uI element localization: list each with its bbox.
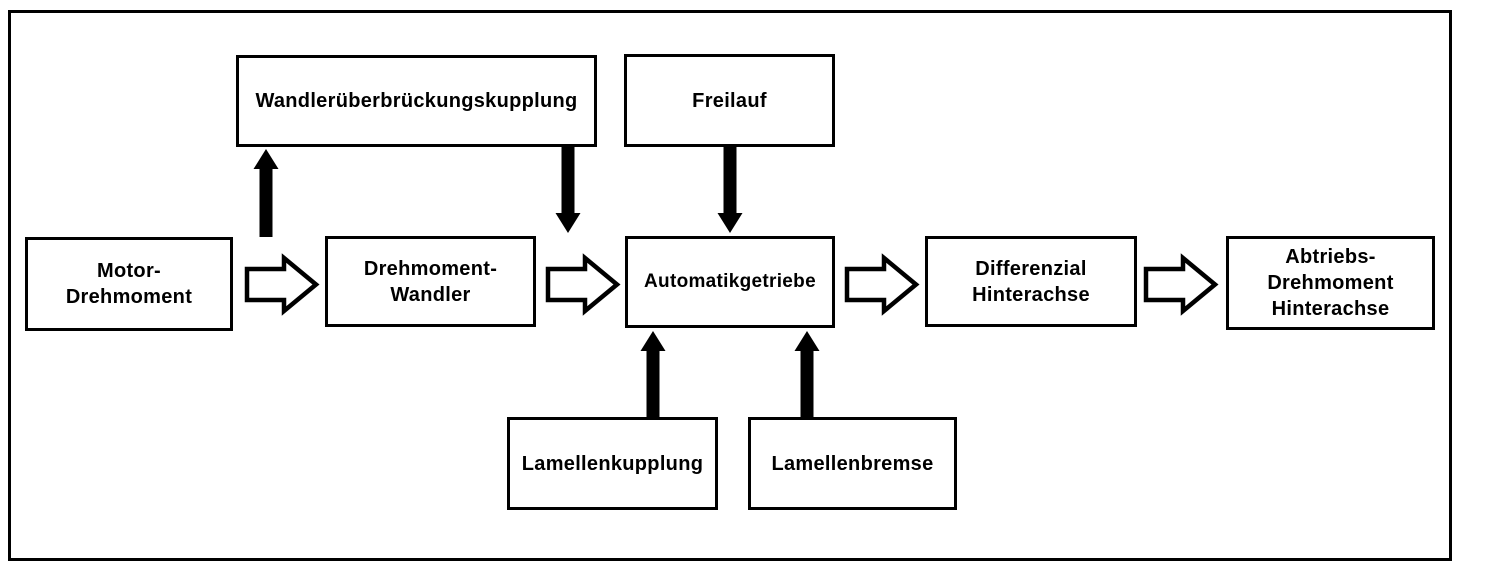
node-motor-drehmoment: Motor- Drehmoment bbox=[25, 237, 233, 331]
node-drehmoment-wandler: Drehmoment- Wandler bbox=[325, 236, 536, 327]
arrow-up-wandler-to-wandlerkupplung-icon bbox=[253, 149, 279, 237]
node-lamellenbremse: Lamellenbremse bbox=[748, 417, 957, 510]
arrow-down-freilauf-to-getriebe-icon bbox=[717, 147, 743, 233]
node-wandlerueberbrueckungskupplung: Wandlerüberbrückungskupplung bbox=[236, 55, 597, 147]
node-automatikgetriebe: Automatikgetriebe bbox=[625, 236, 835, 328]
arrow-right-getriebe-to-differenzial-icon bbox=[844, 253, 920, 316]
arrow-right-wandler-to-getriebe-icon bbox=[545, 253, 621, 316]
node-differenzial-hinterachse: Differenzial Hinterachse bbox=[925, 236, 1137, 327]
arrow-up-kupplung-to-getriebe-icon bbox=[640, 331, 666, 417]
node-lamellenkupplung: Lamellenkupplung bbox=[507, 417, 718, 510]
arrow-right-motor-to-wandler-icon bbox=[244, 253, 320, 316]
arrow-down-wandlerkupplung-to-getriebe-icon bbox=[555, 147, 581, 233]
arrow-right-differenzial-to-abtrieb-icon bbox=[1143, 253, 1219, 316]
node-abtriebs-drehmoment-hinterachse: Abtriebs- Drehmoment Hinterachse bbox=[1226, 236, 1435, 330]
arrow-up-bremse-to-getriebe-icon bbox=[794, 331, 820, 417]
node-freilauf: Freilauf bbox=[624, 54, 835, 147]
